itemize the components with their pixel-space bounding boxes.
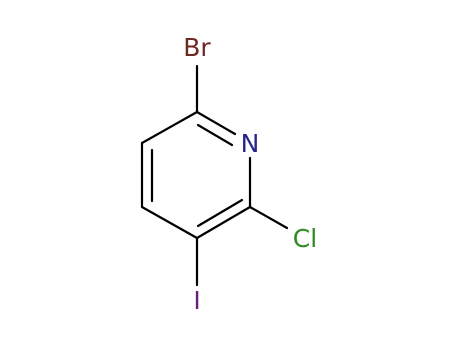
- atom-label-i: I: [193, 286, 200, 315]
- bond-c6-n-double: [196, 123, 234, 147]
- bond-c2-cl: [248, 205, 289, 230]
- atom-label-br: Br: [183, 33, 211, 62]
- bond-c6-n: [195, 110, 237, 136]
- atom-label-cl: Cl: [293, 224, 317, 253]
- bond-c3-c2: [195, 205, 252, 240]
- bond-group: [140, 64, 289, 287]
- atom-label-n: N: [241, 129, 260, 158]
- bond-c4-c3: [140, 205, 199, 240]
- bond-c3-c2-double: [196, 198, 244, 228]
- bond-c6-c5: [140, 110, 199, 145]
